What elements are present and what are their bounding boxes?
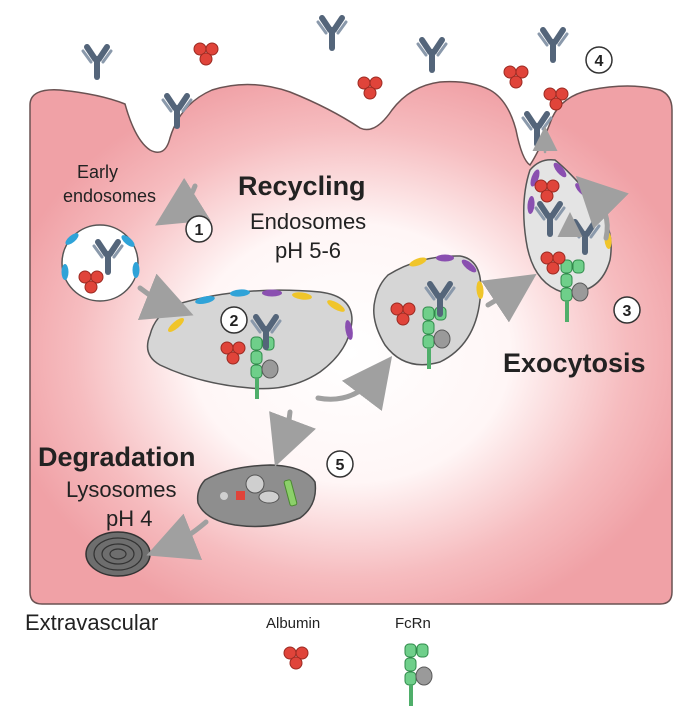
- exocytosis-label: Exocytosis: [503, 348, 646, 378]
- svg-text:1: 1: [195, 222, 204, 239]
- step-marker-5: 5: [326, 450, 354, 478]
- svg-text:3: 3: [623, 303, 632, 320]
- albumin-icon: [503, 65, 529, 89]
- svg-text:4: 4: [595, 53, 604, 70]
- igg-antibody-icon: [539, 30, 567, 60]
- albumin-icon: [357, 76, 383, 100]
- recycling-label: Recycling: [238, 171, 366, 201]
- albumin-icon: [283, 646, 309, 670]
- legend-albumin-label: Albumin: [266, 615, 320, 632]
- lysosomes-ph-label: pH 4: [106, 506, 152, 531]
- early-endosomes-label-line2: endosomes: [63, 186, 156, 206]
- endosomes-label: Endosomes: [250, 209, 366, 234]
- early-endosome-vesicle: [61, 224, 140, 302]
- igg-antibody-icon: [418, 40, 446, 70]
- step-markers: 1 2 3 4 5: [185, 46, 641, 478]
- lysosomes-label: Lysosomes: [66, 477, 176, 502]
- pathway-arrows: [137, 126, 629, 561]
- early-endosomes-label-line1: Early: [77, 162, 118, 182]
- legend-fcrn-label: FcRn: [395, 615, 431, 632]
- degradation-spiral: [85, 531, 151, 577]
- extravascular-label: Extravascular: [25, 610, 158, 635]
- svg-text:5: 5: [336, 457, 345, 474]
- legend: Albumin FcRn: [266, 615, 434, 708]
- step-marker-4: 4: [585, 46, 613, 74]
- endosomes-ph-label: pH 5-6: [275, 238, 341, 263]
- lysosome: [196, 464, 317, 528]
- fcrn-receptor-icon: [403, 642, 434, 708]
- step-marker-2: 2: [220, 306, 248, 334]
- sorting-endosome: [146, 289, 353, 401]
- step-marker-1: 1: [185, 215, 213, 243]
- degradation-label: Degradation: [38, 442, 196, 472]
- albumin-icon: [193, 42, 219, 66]
- igg-antibody-icon: [318, 18, 346, 48]
- igg-antibody-icon: [83, 47, 111, 77]
- step-marker-3: 3: [613, 296, 641, 324]
- svg-text:2: 2: [230, 313, 239, 330]
- recycling-endosome: [373, 254, 484, 371]
